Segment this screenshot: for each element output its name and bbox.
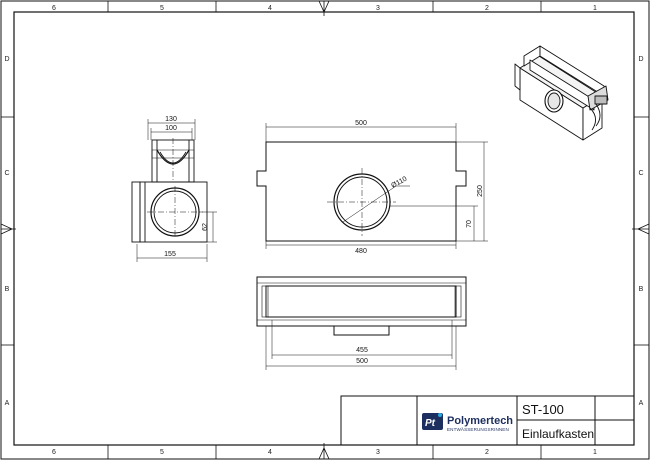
col-label-bottom-2: 2 — [485, 449, 489, 456]
dim-top-inner: 455 — [356, 347, 368, 354]
dim-front-pipe-dia: Ø110 — [390, 176, 408, 190]
row-label-left-A: A — [5, 400, 10, 407]
column-ruler-bottom — [107, 445, 542, 459]
row-label-left-C: C — [4, 170, 9, 177]
top-view-dimensions — [265, 320, 457, 370]
dim-side-top-outer: 130 — [165, 116, 177, 123]
col-label-top-5: 5 — [160, 5, 164, 12]
logo-mark — [422, 413, 443, 430]
dim-side-height-offset: 62 — [202, 223, 209, 231]
row-label-left-D: D — [4, 56, 9, 63]
center-arrow-bottom — [318, 443, 330, 460]
col-label-top-2: 2 — [485, 5, 489, 12]
row-label-left-B: B — [5, 286, 10, 293]
row-ruler — [1, 116, 649, 346]
row-label-right-D: D — [638, 56, 643, 63]
dim-side-width: 155 — [164, 251, 176, 258]
col-label-top-3: 3 — [376, 5, 380, 12]
dim-top-outer: 500 — [356, 358, 368, 365]
row-label-right-A: A — [639, 400, 644, 407]
top-view — [256, 276, 467, 336]
logo-accent-dot — [438, 413, 442, 417]
col-label-bottom-6: 6 — [52, 449, 56, 456]
brand-name: Polymertech — [447, 415, 513, 427]
brand-subtitle: ENTWÄSSERUNGSRINNEN — [447, 426, 509, 432]
drawing-name: Einlaufkasten — [522, 427, 594, 441]
col-label-top-6: 6 — [52, 5, 56, 12]
dim-front-pipe-height: 70 — [466, 220, 473, 228]
center-arrow-left — [0, 223, 16, 235]
dim-front-base: 480 — [355, 248, 367, 255]
column-ruler-top — [107, 1, 542, 12]
row-label-right-C: C — [638, 170, 643, 177]
col-label-bottom-3: 3 — [376, 449, 380, 456]
col-label-bottom-4: 4 — [268, 449, 272, 456]
center-arrow-top — [318, 0, 330, 16]
drawing-code: ST-100 — [522, 402, 564, 417]
title-block — [340, 395, 635, 446]
side-view-dimensions — [136, 119, 217, 262]
logo-mark-text: Pt — [425, 418, 436, 429]
col-label-top-4: 4 — [268, 5, 272, 12]
dim-front-height: 250 — [477, 185, 484, 197]
dim-front-length: 500 — [355, 120, 367, 127]
isometric-view — [514, 45, 609, 141]
center-arrow-right — [632, 223, 650, 235]
col-label-top-1: 1 — [593, 5, 597, 12]
brand-logo — [422, 413, 443, 430]
col-label-bottom-5: 5 — [160, 449, 164, 456]
dim-side-top-inner: 100 — [165, 125, 177, 132]
side-view — [131, 138, 208, 243]
row-label-right-B: B — [639, 286, 644, 293]
front-view-dimensions — [265, 123, 488, 249]
front-view — [256, 141, 467, 242]
col-label-bottom-1: 1 — [593, 449, 597, 456]
